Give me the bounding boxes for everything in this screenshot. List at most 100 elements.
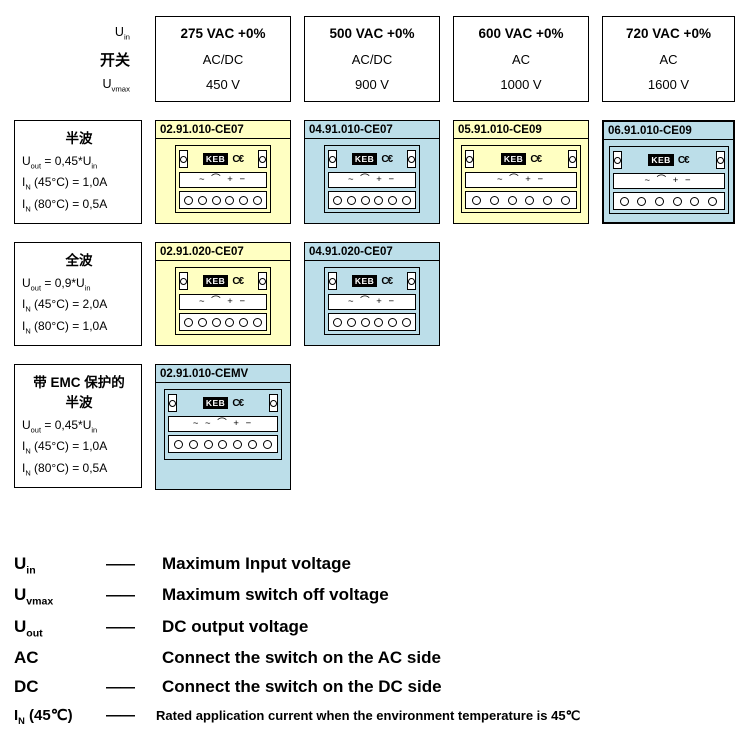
terminal-symbols: ~ ⌒ + −	[179, 294, 267, 310]
mounting-hole-icon	[270, 399, 277, 407]
voltage-column-header-600: 600 VAC +0% AC 1000 V	[453, 16, 589, 102]
product-card: 06.91.010-CE09 KEB C€ ~ ⌒ + −	[602, 120, 735, 224]
spec-line-in80: IN (80°C) = 0,5A	[22, 460, 108, 478]
spec-line-in45: IN (45°C) = 1,0A	[22, 439, 108, 456]
screw-terminal-icon	[374, 195, 384, 205]
legend-dash: ——	[106, 707, 135, 725]
module-illustration: KEB C€ ~ ⌒ + −	[324, 267, 420, 335]
screw-terminal-icon	[197, 317, 207, 327]
keb-logo: KEB	[202, 274, 229, 288]
legend-term: DC	[14, 677, 39, 697]
switch-side: AC	[511, 51, 531, 67]
screw-terminal-icon	[252, 195, 262, 205]
screw-terminal-icon	[655, 196, 665, 206]
mounting-tab	[328, 272, 337, 290]
legend-description: Connect the switch on the AC side	[162, 648, 441, 668]
legend-row-in45: IN (45℃) —— Rated application current wh…	[14, 706, 750, 726]
switch-off-voltage: 450 V	[206, 77, 240, 92]
screw-terminal-icon	[203, 439, 213, 449]
input-voltage: 275 VAC +0%	[180, 26, 266, 41]
screw-terminal-icon	[211, 195, 221, 205]
legend-dash: ——	[106, 587, 135, 605]
screw-terminal-icon	[225, 195, 235, 205]
spec-title: 半波	[65, 131, 93, 146]
spec-box-full-wave: 全波 Uout = 0,9*Uin IN (45°C) = 2,0A IN (8…	[14, 242, 142, 346]
product-card: 04.91.010-CE07 KEB C€ ~ ⌒ + −	[304, 120, 440, 224]
part-number: 06.91.010-CE09	[604, 122, 733, 140]
spec-title: 全波	[65, 253, 93, 268]
part-number: 02.91.010-CEMV	[156, 365, 290, 383]
terminal-symbols: ~ ~ ⌒ + −	[168, 416, 278, 432]
ce-mark-icon: C€	[381, 275, 393, 287]
mounting-tab	[407, 150, 416, 168]
screw-terminal-icon	[672, 196, 682, 206]
mounting-tab	[612, 151, 622, 169]
spec-line-in80: IN (80°C) = 1,0A	[22, 318, 108, 336]
terminal-symbols: ~ ⌒ + −	[328, 172, 416, 188]
mounting-tab	[258, 150, 267, 168]
screw-terminal-icon	[525, 195, 535, 205]
module-illustration: KEB C€ ~ ⌒ + −	[608, 146, 729, 214]
legend-term: IN (45℃)	[14, 707, 73, 727]
screw-terminal-icon	[387, 317, 397, 327]
legend-dash: ——	[106, 679, 135, 697]
switch-side: AC/DC	[202, 51, 244, 67]
screw-terminal-icon	[472, 195, 482, 205]
legend-term: Uvmax	[14, 585, 54, 608]
terminal-strip	[179, 191, 267, 209]
spec-box-emc-half-wave: 带 EMC 保护的 半波 Uout = 0,45*Uin IN (45°C) =…	[14, 364, 142, 488]
screw-terminal-icon	[374, 317, 384, 327]
screw-terminal-icon	[690, 196, 700, 206]
product-selection-matrix: Uin 开关 Uvmax 275 VAC +0% AC/DC 450 V 500…	[14, 16, 735, 490]
terminal-strip	[328, 313, 416, 331]
screw-terminal-icon	[333, 317, 343, 327]
terminal-strip	[465, 191, 577, 209]
uin-label: Uin	[114, 25, 130, 42]
product-card: 05.91.010-CE09 KEB C€ ~ ⌒ + −	[453, 120, 589, 224]
legend-description: Rated application current when the envir…	[156, 708, 581, 724]
part-number: 04.91.010-CE07	[305, 121, 439, 139]
header-row-labels: Uin 开关 Uvmax	[14, 16, 142, 102]
ce-mark-icon: C€	[232, 275, 244, 287]
spec-title: 带 EMC 保护的 半波	[33, 375, 125, 410]
module-illustration: KEB C€ ~ ⌒ + −	[324, 145, 420, 213]
keb-logo: KEB	[202, 152, 229, 166]
terminal-strip	[168, 435, 278, 453]
screw-terminal-icon	[233, 439, 243, 449]
spec-line-in80: IN (80°C) = 0,5A	[22, 196, 108, 214]
screw-terminal-icon	[184, 317, 194, 327]
input-voltage: 600 VAC +0%	[478, 26, 564, 41]
legend-row-ac: AC Connect the switch on the AC side	[14, 648, 750, 668]
product-card: 02.91.020-CE07 KEB C€ ~ ⌒ + −	[155, 242, 291, 346]
keb-logo: KEB	[351, 152, 378, 166]
screw-terminal-icon	[489, 195, 499, 205]
legend-term: Uin	[14, 554, 36, 577]
mounting-hole-icon	[180, 155, 187, 163]
part-number: 02.91.010-CE07	[156, 121, 290, 139]
screw-terminal-icon	[218, 439, 228, 449]
screw-terminal-icon	[401, 195, 411, 205]
voltage-column-header-500: 500 VAC +0% AC/DC 900 V	[304, 16, 440, 102]
screw-terminal-icon	[346, 317, 356, 327]
mounting-hole-icon	[180, 277, 187, 285]
legend-term: Uout	[14, 616, 43, 640]
screw-terminal-icon	[188, 439, 198, 449]
switch-label: 开关	[99, 51, 130, 69]
mounting-hole-icon	[613, 156, 621, 164]
mounting-hole-icon	[716, 156, 724, 164]
legend-term: AC	[14, 648, 39, 668]
part-number: 02.91.020-CE07	[156, 243, 290, 261]
keb-logo: KEB	[500, 152, 527, 166]
legend-dash: ——	[106, 556, 135, 573]
screw-terminal-icon	[637, 196, 647, 206]
switch-off-voltage: 1000 V	[500, 77, 542, 92]
legend-dash: ——	[106, 618, 135, 636]
legend-description: Maximum Input voltage	[162, 554, 351, 573]
keb-logo: KEB	[202, 396, 229, 410]
ce-mark-icon: C€	[381, 153, 393, 165]
voltage-column-header-720: 720 VAC +0% AC 1600 V	[602, 16, 735, 102]
ce-mark-icon: C€	[530, 153, 542, 165]
module-illustration: KEB C€ ~ ⌒ + −	[175, 267, 271, 335]
keb-logo: KEB	[648, 153, 674, 167]
